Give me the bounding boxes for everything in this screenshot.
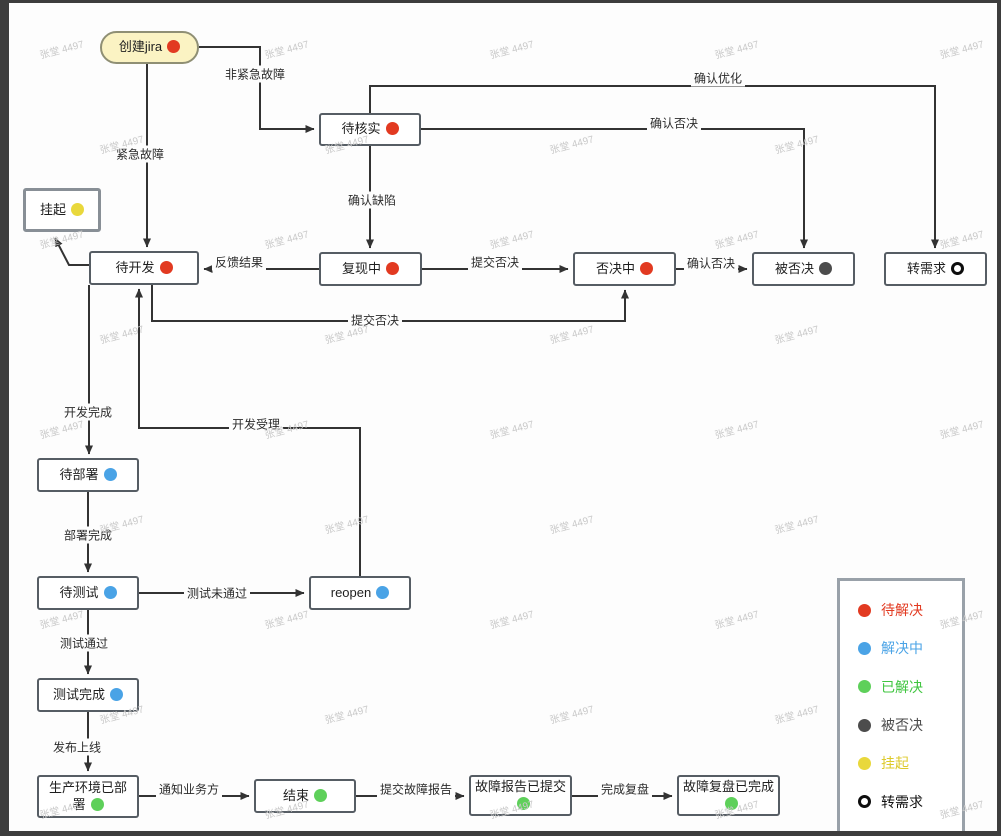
edge-label-verify-to-reproduce: 确认缺陷 bbox=[344, 191, 400, 209]
node-pending-deploy-label: 待部署 bbox=[59, 466, 99, 482]
node-review-done-label: 故障复盘已完成 bbox=[683, 778, 775, 794]
status-dot-blue-icon bbox=[110, 687, 123, 701]
legend-label-green: 已解决 bbox=[881, 678, 923, 695]
node-reopen-label: reopen bbox=[330, 584, 372, 600]
status-dot-red-icon bbox=[385, 122, 399, 136]
node-suspended[interactable]: 挂起 bbox=[23, 188, 101, 232]
edge-label-deploy-to-test: 部署完成 bbox=[60, 526, 116, 544]
node-review-done[interactable]: 故障复盘已完成 bbox=[677, 775, 780, 816]
edge-label-create-to-verify: 非紧急故障 bbox=[221, 65, 289, 83]
status-dot-yellow-icon bbox=[71, 202, 84, 216]
legend-dot-hollow-icon bbox=[858, 795, 871, 809]
status-dot-red-icon bbox=[159, 260, 173, 274]
node-create-jira[interactable]: 创建jira bbox=[100, 31, 199, 64]
edge-create-to-verify bbox=[199, 46, 315, 133]
node-pending-dev[interactable]: 待开发 bbox=[89, 251, 199, 285]
node-pending-deploy[interactable]: 待部署 bbox=[37, 458, 139, 492]
status-dot-green-icon bbox=[724, 796, 738, 810]
node-pending-dev-label: 待开发 bbox=[115, 259, 155, 275]
edge-label-reopen-to-dev: 开发受理 bbox=[228, 415, 284, 433]
edge-label-create-to-dev: 紧急故障 bbox=[112, 145, 168, 163]
node-end-label: 结束 bbox=[282, 787, 309, 803]
node-pending-verify[interactable]: 待核实 bbox=[319, 113, 421, 146]
edge-label-dev-to-deploy: 开发完成 bbox=[60, 403, 116, 421]
legend-label-blue: 解决中 bbox=[881, 640, 923, 657]
legend-item-green: 已解决 bbox=[858, 677, 956, 697]
node-report-submitted[interactable]: 故障报告已提交 bbox=[469, 775, 572, 816]
node-test-done[interactable]: 测试完成 bbox=[37, 678, 139, 712]
status-dot-gray-icon bbox=[819, 261, 832, 275]
edge-reopen-to-dev bbox=[135, 288, 361, 576]
node-rejecting-label: 否决中 bbox=[595, 260, 635, 276]
status-dot-blue-icon bbox=[103, 585, 117, 599]
legend-dot-blue-icon bbox=[858, 641, 871, 655]
node-test-done-label: 测试完成 bbox=[52, 686, 105, 702]
legend-label-yellow: 挂起 bbox=[881, 755, 909, 772]
legend-item-blue: 解决中 bbox=[858, 638, 956, 658]
status-dot-hollow-icon bbox=[951, 261, 964, 275]
edge-label-report-to-review: 完成复盘 bbox=[597, 780, 653, 798]
edge-label-reproduce-to-dev: 反馈结果 bbox=[211, 253, 267, 271]
edge-dev-to-suspended bbox=[54, 237, 89, 266]
edge-label-testdone-to-prod: 发布上线 bbox=[49, 738, 105, 756]
edge-label-test-to-testdone: 测试通过 bbox=[56, 634, 112, 652]
status-dot-green-icon bbox=[314, 788, 327, 802]
legend: 待解决解决中已解决被否决挂起转需求 bbox=[837, 578, 965, 831]
node-prod-deployed-label: 生产环境已部署 bbox=[48, 779, 127, 812]
legend-dot-red-icon bbox=[858, 603, 871, 617]
legend-label-gray: 被否决 bbox=[881, 717, 923, 734]
status-dot-red-icon bbox=[167, 40, 181, 54]
status-dot-blue-icon bbox=[103, 467, 117, 481]
edge-label-end-to-report: 提交故障报告 bbox=[376, 780, 456, 798]
edge-label-verify-to-rejected: 确认否决 bbox=[646, 114, 702, 132]
node-end[interactable]: 结束 bbox=[254, 779, 356, 813]
edge-label-verify-to-requirement: 确认优化 bbox=[690, 69, 746, 87]
edge-label-prod-to-end: 通知业务方 bbox=[155, 780, 223, 798]
node-to-requirement-label: 转需求 bbox=[906, 260, 946, 276]
edge-verify-to-rejected bbox=[421, 128, 808, 249]
legend-item-gray: 被否决 bbox=[858, 715, 956, 735]
edge-label-reproduce-to-rejecting: 提交否决 bbox=[467, 253, 523, 271]
status-dot-red-icon bbox=[386, 261, 399, 275]
legend-item-hollow: 转需求 bbox=[858, 792, 956, 812]
legend-item-red: 待解决 bbox=[858, 600, 956, 620]
node-create-jira-label: 创建jira bbox=[118, 39, 163, 55]
node-prod-deployed[interactable]: 生产环境已部署 bbox=[37, 775, 139, 818]
node-rejected-label: 被否决 bbox=[774, 260, 814, 276]
edge-label-test-to-reopen: 测试未通过 bbox=[183, 584, 251, 602]
status-dot-blue-icon bbox=[376, 585, 390, 599]
legend-label-red: 待解决 bbox=[881, 602, 923, 619]
node-pending-test-label: 待测试 bbox=[59, 584, 99, 600]
legend-label-hollow: 转需求 bbox=[881, 793, 923, 810]
legend-dot-green-icon bbox=[858, 680, 871, 694]
node-report-submitted-label: 故障报告已提交 bbox=[475, 778, 567, 794]
node-pending-verify-label: 待核实 bbox=[341, 121, 381, 137]
status-dot-green-icon bbox=[90, 797, 104, 811]
node-pending-test[interactable]: 待测试 bbox=[37, 576, 139, 610]
node-reopen[interactable]: reopen bbox=[309, 576, 411, 610]
node-reproducing[interactable]: 复现中 bbox=[319, 252, 422, 286]
node-rejected[interactable]: 被否决 bbox=[752, 252, 855, 286]
legend-dot-gray-icon bbox=[858, 718, 871, 732]
node-to-requirement[interactable]: 转需求 bbox=[884, 252, 987, 286]
legend-dot-yellow-icon bbox=[858, 756, 871, 770]
edge-verify-to-requirement bbox=[369, 85, 939, 249]
edge-label-rejecting-to-rejected: 确认否决 bbox=[683, 254, 739, 272]
status-dot-red-icon bbox=[640, 261, 653, 275]
legend-item-yellow: 挂起 bbox=[858, 753, 956, 773]
node-suspended-label: 挂起 bbox=[39, 201, 66, 217]
status-dot-green-icon bbox=[516, 796, 530, 810]
node-rejecting[interactable]: 否决中 bbox=[573, 252, 676, 286]
node-reproducing-label: 复现中 bbox=[341, 260, 381, 276]
edge-label-dev-to-rejecting: 提交否决 bbox=[347, 311, 403, 329]
